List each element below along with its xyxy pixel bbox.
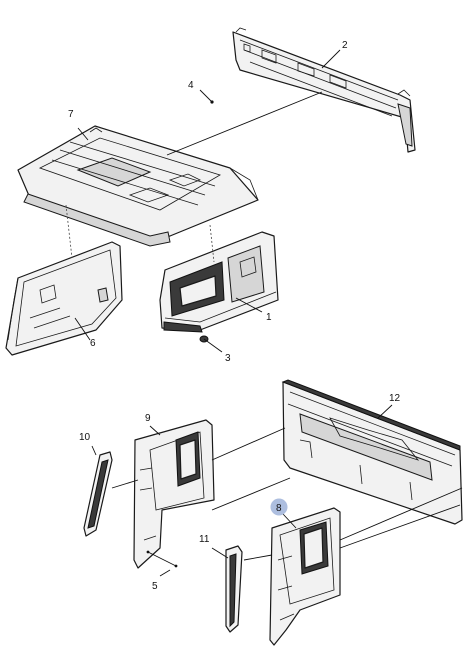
- headliner: [17, 125, 259, 247]
- left-rear-quarter-panel: [133, 419, 215, 569]
- pillar-trim-10: [83, 451, 113, 537]
- callout-8: 8: [276, 503, 282, 514]
- callout-7: 7: [68, 109, 74, 120]
- callout-10: 10: [79, 432, 91, 443]
- left-side-trim-panel: [5, 241, 123, 356]
- callout-1: 1: [266, 312, 272, 323]
- callout-8-highlight: [270, 498, 288, 516]
- rear-wall-panel: [281, 379, 463, 525]
- pillar-trim-11: [225, 545, 243, 633]
- rear-upper-trim-panel: [232, 27, 416, 153]
- callout-4: 4: [188, 80, 194, 91]
- callout-5: 5: [152, 581, 158, 592]
- fastener-5: [174, 564, 178, 568]
- top-leader-lines: [65, 49, 341, 353]
- callout-9: 9: [145, 413, 151, 424]
- right-rear-quarter-panel: [269, 507, 341, 646]
- callout-11: 11: [199, 534, 210, 545]
- callout-6: 6: [90, 338, 96, 349]
- callout-2: 2: [342, 40, 348, 51]
- callout-3: 3: [225, 353, 231, 364]
- bottom-leader-lines: [91, 404, 463, 577]
- callout-12: 12: [389, 393, 401, 404]
- rear-lower-trim-panel: [159, 231, 279, 333]
